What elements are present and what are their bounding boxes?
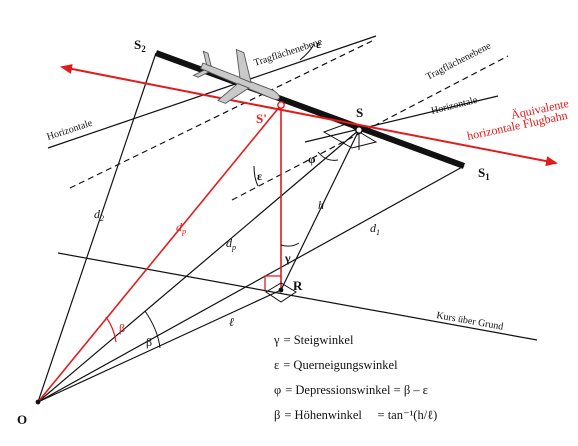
- label-d1: d1: [370, 221, 380, 237]
- line-h-s-r: [280, 129, 360, 291]
- point-o: [35, 399, 41, 405]
- ray-dp-black: [37, 129, 360, 403]
- ray-d2: [37, 52, 157, 403]
- horizontal-line-right: [304, 95, 499, 143]
- label-beta-red: β: [119, 321, 125, 335]
- angle-arc-epsilon-top: [299, 43, 315, 61]
- course-over-ground-line: [57, 252, 538, 341]
- label-horizontale-left: Horizontale: [46, 118, 95, 143]
- horizontal-line-upper: [47, 35, 377, 149]
- point-s: [355, 126, 363, 134]
- label-s2: S2: [134, 37, 146, 54]
- label-h: h: [318, 198, 324, 212]
- label-phi: φ: [308, 152, 316, 166]
- label-epsilon-top: ε: [316, 37, 321, 51]
- legend-item: γ= Steigwinkel: [273, 333, 354, 347]
- label-s-prime: S': [256, 111, 267, 126]
- label-horizontale-right: Horizontale: [430, 95, 479, 117]
- equivalent-flight-path: [60, 64, 221, 99]
- label-d2: d2: [94, 207, 104, 223]
- right-angle-marker-r: [264, 275, 281, 290]
- ground-plane-marker: [265, 282, 297, 303]
- angle-arc-gamma: [280, 242, 300, 247]
- angle-arc-epsilon-mid: [253, 165, 259, 187]
- label-s: S: [356, 105, 363, 120]
- label-o: O: [17, 412, 27, 427]
- label-r: R: [293, 278, 303, 293]
- label-epsilon-mid: ε: [257, 169, 262, 183]
- wing-bar: [154, 50, 466, 169]
- angle-arc-phi: [317, 151, 339, 161]
- label-s1: S1: [478, 165, 490, 182]
- legend: γ= Steigwinkel ε= Querneigungswinkel φ= …: [273, 333, 437, 422]
- angle-arc-beta-black: [144, 310, 161, 349]
- label-dp-black: dp: [226, 236, 236, 252]
- attitude-frame: [322, 123, 378, 149]
- airplane-icon: [192, 48, 280, 104]
- wing-plane-dashed-upper: [69, 40, 373, 189]
- label-tragflaechenebene-top: Tragflächenebene: [253, 36, 325, 69]
- legend-item: ε= Querneigungswinkel: [274, 358, 398, 372]
- label-gamma: γ: [284, 251, 291, 265]
- label-tragflaechenebene-right: Tragflächenebene: [424, 40, 493, 82]
- angle-arc-beta-red: [105, 316, 117, 343]
- label-ell: ℓ: [229, 315, 234, 329]
- point-r: [278, 287, 284, 293]
- label-beta-black: β: [146, 335, 152, 349]
- legend-item: β= Höhenwinkel = tan⁻¹(h/ℓ): [274, 408, 437, 422]
- point-s-prime: [277, 101, 285, 109]
- ray-dp-red: [37, 104, 282, 403]
- ray-d1: [37, 165, 465, 403]
- label-dp-red: dp: [176, 220, 186, 236]
- label-kurs-ueber-grund: Kurs über Grund: [435, 310, 504, 333]
- legend-item: φ= Depressionswinkel = β – ε: [274, 383, 428, 397]
- equivalent-flight-path-right: [219, 97, 558, 167]
